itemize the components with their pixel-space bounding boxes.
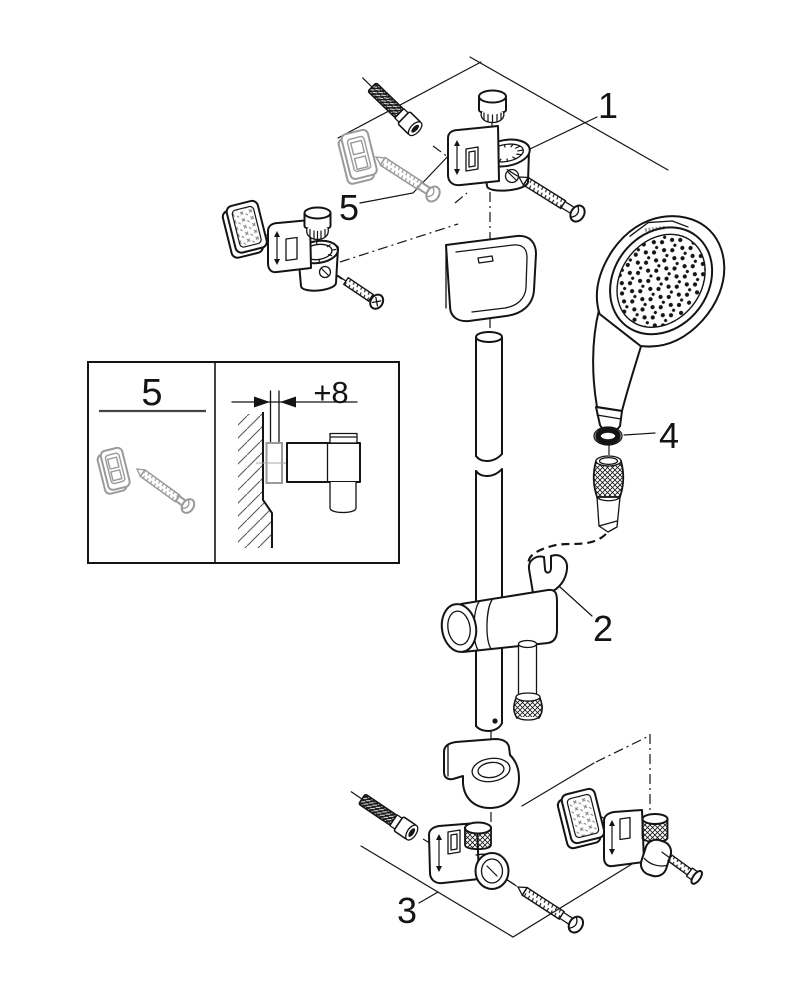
- inset-bracket-side-view: [286, 432, 361, 514]
- holder-hook: [527, 554, 569, 594]
- glide-element: [440, 554, 569, 653]
- mounting-screw-bottom: [505, 878, 585, 934]
- bracket-cap-left: [303, 206, 332, 241]
- spray-face: [616, 233, 706, 328]
- callout-1-label: 1: [598, 85, 618, 126]
- callout-2-leader: [559, 586, 593, 617]
- detail-inset: [87, 361, 400, 564]
- hex-set-screw-bottom: [350, 791, 419, 841]
- wall-section: [238, 412, 273, 548]
- mounting-screw-top: [506, 168, 586, 223]
- callout-5-label: 5: [339, 187, 359, 228]
- callout-4-leader: [623, 432, 656, 436]
- sealing-washer: [593, 426, 656, 446]
- inset-anchor: [96, 446, 131, 495]
- left-wall-bracket: [267, 206, 339, 292]
- rail-bottom-holder: [443, 738, 520, 809]
- left-wall-plate: [221, 199, 268, 259]
- hex-set-screw-top: [362, 77, 423, 137]
- hose-lower-end: [513, 639, 543, 721]
- rail-top-holder: [445, 234, 537, 323]
- callout-2-label: 2: [593, 608, 613, 649]
- hose-connector: [592, 455, 625, 533]
- spare-wall-bracket: [603, 809, 673, 878]
- shower-hose: [527, 533, 607, 569]
- top-wall-bracket: [447, 89, 531, 192]
- inset-step-label: 5: [141, 372, 162, 414]
- dimension-label: +8: [313, 375, 348, 410]
- wall-anchor-top: [337, 128, 378, 185]
- callout-1-leader: [529, 116, 598, 150]
- callout-4-label: 4: [659, 415, 679, 456]
- callout-3-label: 3: [397, 890, 417, 931]
- callout-3-leader: [418, 891, 439, 904]
- anchor-screw-top: [374, 156, 441, 203]
- adjustable-wall-bracket: [428, 821, 510, 890]
- spare-wall-plate: [556, 787, 606, 850]
- hand-shower: [592, 215, 726, 432]
- left-bracket-screw: [337, 274, 385, 310]
- group-lines-bottom: [360, 762, 651, 938]
- spare-bracket-screw: [661, 851, 703, 885]
- bracket-cap-top: [478, 89, 507, 124]
- shower-rail: [475, 331, 503, 732]
- dimension-arrows: [231, 396, 358, 408]
- inset-screw: [135, 468, 196, 514]
